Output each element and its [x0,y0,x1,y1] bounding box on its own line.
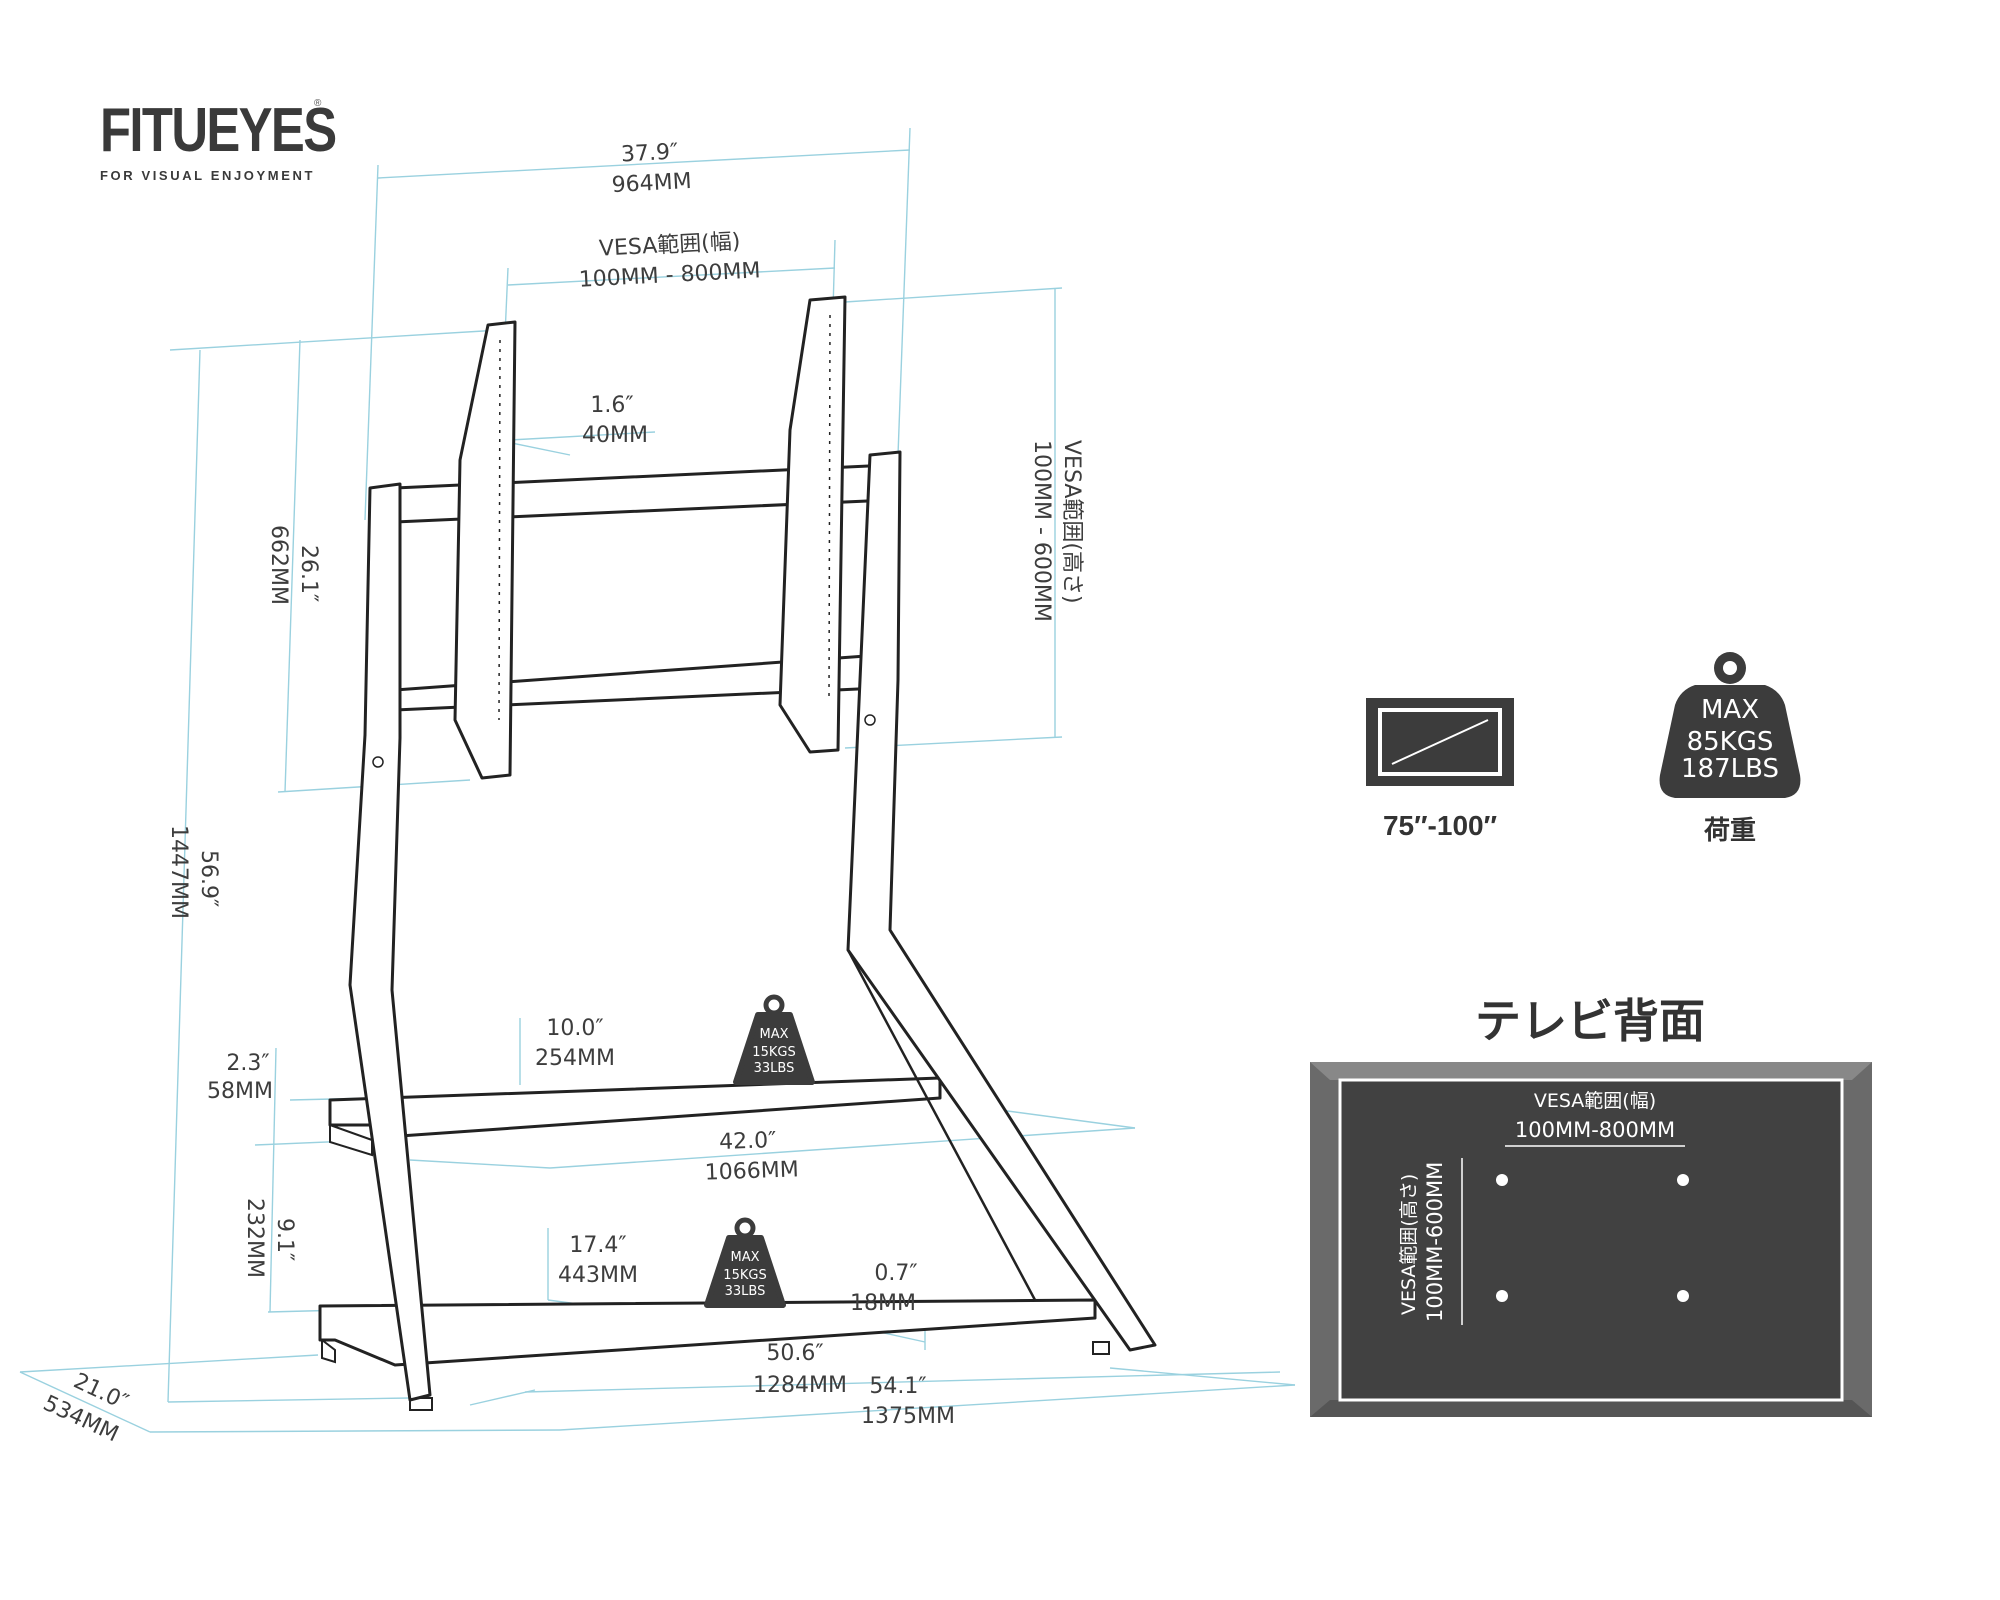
tv-back-panel: VESA範囲(幅) 100MM-800MM VESA範囲(高さ) 100MM-6… [1310,1062,1872,1417]
bracket-depth-mm: 40MM [582,423,648,448]
vesa-height-title: VESA範囲(高さ) [1059,440,1084,604]
total-width-mm: 964MM [611,169,692,198]
vesa-hole-top-left [1496,1174,1508,1186]
load-lbs: 187LBS [1681,754,1779,784]
total-width-inch: 37.9″ [620,140,678,168]
foot-right [1092,1341,1110,1355]
shelf-thickness-inch: 2.3″ [226,1051,269,1076]
bracket-depth-inch: 1.6″ [590,393,633,418]
upper-shelf-weight-icon: MAX 15KGS 33LBS [733,994,815,1085]
brand-logo: FITUEYES ® FOR VISUAL ENJOYMENT [100,96,387,183]
tv-size-label: 75″-100″ [1382,810,1497,841]
tv-back-vesa-width-title: VESA範囲(幅) [1534,1090,1656,1112]
vesa-height-mm: 100MM - 600MM [1029,440,1054,622]
left-upright [348,482,432,1402]
upper-weight-kg: 15KGS [752,1045,795,1060]
lower-shelf-width-mm: 1284MM [753,1373,847,1398]
base-width-mm: 1375MM [861,1404,955,1429]
right-vesa-arm [778,295,847,754]
dimension-lines [19,127,1296,1433]
lower-weight-max: MAX [730,1250,759,1265]
lower-weight-lbs: 33LBS [725,1284,766,1299]
upper-weight-max: MAX [759,1027,788,1042]
load-kg: 85KGS [1687,727,1774,757]
vesa-hole-top-right [1677,1174,1689,1186]
vesa-hole-bottom-left [1496,1290,1508,1302]
shelf-thickness-mm: 58MM [207,1079,273,1104]
load-max: MAX [1701,695,1759,725]
vesa-hole-bottom-right [1677,1290,1689,1302]
lower-shelf-thickness-mm: 18MM [850,1291,916,1316]
tv-back-vesa-height-title: VESA範囲(高さ) [1398,1174,1420,1315]
vesa-width-title: VESA範囲(幅) [598,229,741,261]
upper-shelf [328,1076,942,1138]
upper-shelf-depth-mm: 254MM [535,1046,615,1071]
brand-tagline: FOR VISUAL ENJOYMENT [100,168,316,183]
tv-back-title: テレビ背面 [1475,994,1705,1048]
upper-shelf-width-inch: 42.0″ [719,1128,777,1155]
registered-mark: ® [314,98,322,109]
lower-shelf-width-inch: 50.6″ [766,1341,823,1366]
lower-weight-kg: 15KGS [723,1268,766,1283]
shelf-gap-mm: 232MM [242,1198,267,1278]
lower-shelf [318,1298,1097,1367]
stand-frame [318,295,1157,1411]
upper-shelf-depth-inch: 10.0″ [546,1016,603,1041]
upper-weight-lbs: 33LBS [754,1061,795,1076]
shelf-gap-inch: 9.1″ [272,1218,297,1261]
load-weight-icon: MAX 85KGS 187LBS [1659,652,1801,798]
lower-shelf-thickness-inch: 0.7″ [874,1261,917,1286]
base-width-inch: 54.1″ [869,1374,926,1399]
total-height-inch: 56.9″ [196,850,221,907]
dimension-labels: 37.9″ 964MM VESA範囲(幅) 100MM - 800MM 1.6″… [39,140,1084,1448]
total-height-mm: 1447MM [166,825,191,919]
height-adjust-mm: 662MM [266,525,291,605]
tv-back-vesa-height-mm: 100MM-600MM [1423,1162,1447,1322]
tv-back-vesa-width-mm: 100MM-800MM [1515,1118,1675,1142]
lower-shelf-weight-icon: MAX 15KGS 33LBS [704,1217,786,1308]
brand-name: FITUEYES [100,96,337,165]
right-upright [846,450,1157,1352]
vesa-width-mm: 100MM - 800MM [578,258,761,292]
left-vesa-arm [453,320,517,780]
load-label: 荷重 [1703,816,1756,846]
lower-shelf-depth-inch: 17.4″ [569,1233,626,1258]
upper-shelf-width-mm: 1066MM [704,1157,799,1185]
height-adjust-inch: 26.1″ [296,545,321,602]
lower-shelf-depth-mm: 443MM [558,1263,638,1288]
tv-size-icon [1366,698,1514,786]
